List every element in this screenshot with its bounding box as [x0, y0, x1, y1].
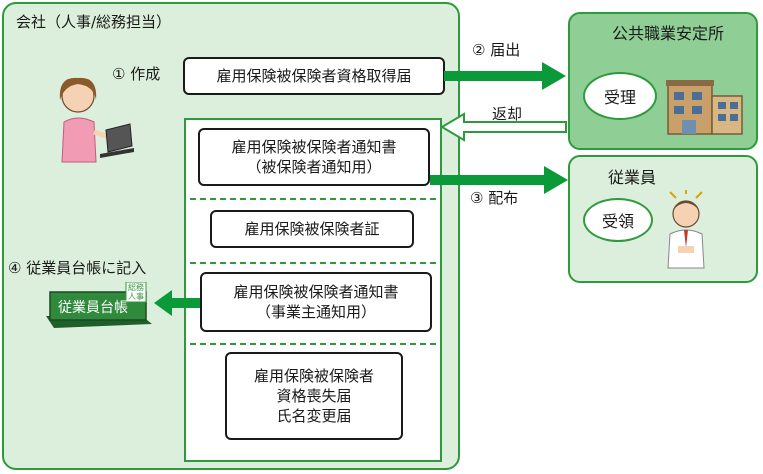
step-return-label: 返却 [492, 105, 523, 123]
return-arrow [440, 112, 567, 142]
step-distribute-label: ③ 配布 [470, 189, 519, 207]
employer-notice-line2: （事業主通知用） [255, 303, 376, 321]
distribute-arrow [430, 166, 568, 194]
office-building-icon [666, 80, 743, 135]
tray-divider-2 [190, 262, 436, 264]
tray-divider-3 [190, 343, 436, 345]
insured-notice-doc: 雇用保険被保険者通知書 （被保険者通知用） [198, 128, 430, 186]
step-submit-label: ② 届出 [472, 41, 521, 59]
record-arrow [154, 290, 200, 316]
loss-form-line1: 雇用保険被保険者 [253, 367, 374, 385]
acquisition-form-title: 雇用保険被保険者資格取得届 [216, 67, 412, 85]
tray-divider-1 [190, 198, 436, 200]
insured-notice-line2: （被保険者通知用） [246, 158, 382, 176]
employer-notice-doc: 雇用保険被保険者通知書 （事業主通知用） [200, 272, 432, 332]
clerk-at-laptop-icon [59, 77, 134, 163]
insured-card-doc: 雇用保険被保険者証 [210, 210, 414, 248]
insured-notice-line1: 雇用保険被保険者通知書 [231, 138, 397, 156]
ledger-tab-label: 総務人事 [128, 283, 144, 301]
employee-person-icon [667, 190, 705, 269]
employer-notice-line1: 雇用保険被保険者通知書 [233, 283, 399, 301]
acknowledged-stamp: 受領 [583, 198, 653, 242]
loss-form-line3: 氏名変更届 [276, 407, 352, 425]
acquisition-form-doc: 雇用保険被保険者資格取得届 [183, 57, 445, 95]
employee-title: 従業員 [608, 168, 657, 187]
company-title: 会社（人事/総務担当） [16, 13, 172, 31]
submit-arrow [444, 62, 566, 90]
received-stamp: 受理 [583, 72, 657, 120]
loss-change-form-doc: 雇用保険被保険者 資格喪失届 氏名変更届 [225, 352, 403, 440]
step-record-label: ④ 従業員台帳に記入 [8, 259, 147, 277]
ledger-book-icon [46, 282, 152, 328]
loss-form-line2: 資格喪失届 [276, 387, 352, 405]
agency-title: 公共職業安定所 [612, 24, 725, 43]
insured-card-title: 雇用保険被保険者証 [244, 220, 380, 238]
step-create-label: ① 作成 [112, 65, 161, 83]
ledger-title: 従業員台帳 [58, 300, 128, 316]
